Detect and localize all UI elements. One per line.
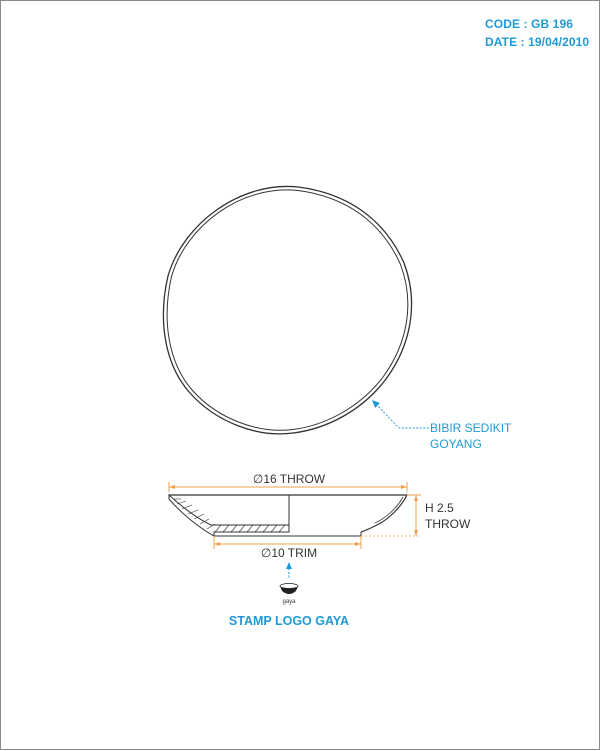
rim-outer-outline [162,185,413,435]
plate-section-view [168,493,408,537]
stamp-logo-label: STAMP LOGO GAYA [229,614,349,628]
dimension-foot-diameter [213,536,362,549]
rim-note-line2: GOYANG [430,437,482,451]
top-diameter-label: ∅16 THROW [253,472,326,486]
rim-inner-outline [166,189,409,431]
gaya-logo-mark [279,583,299,594]
product-code: CODE : GB 196 [485,17,573,31]
plate-top-view [162,185,413,435]
rim-note-line1: BIBIR SEDIKIT [430,421,512,435]
logo-mark-text: gaya [282,599,296,605]
height-label-line1: H 2.5 [425,501,454,515]
dimension-height [361,494,421,537]
rim-note-leader [372,400,429,429]
height-label-line2: THROW [425,517,471,531]
stamp-arrow [286,562,292,579]
drawing-date: DATE : 19/04/2010 [485,35,590,49]
title-block: CODE : GB 196 DATE : 19/04/2010 [485,15,589,51]
dimension-top-diameter [168,482,408,492]
foot-diameter-label: ∅10 TRIM [261,546,317,560]
